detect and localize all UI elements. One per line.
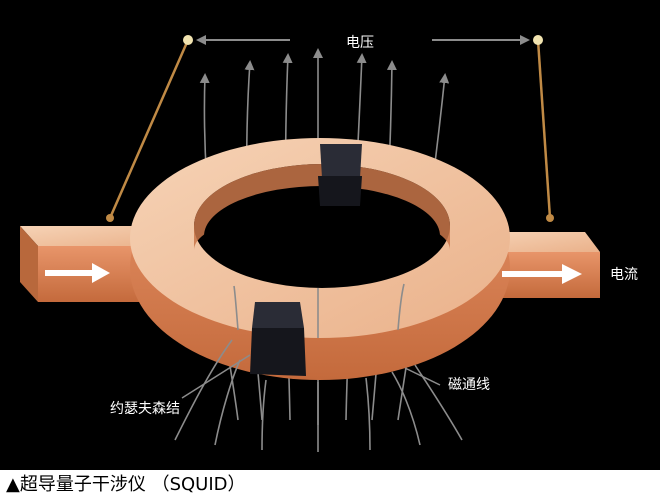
current-label: 电流	[610, 267, 638, 283]
figure-caption: ▲超导量子干涉仪 （SQUID）	[0, 470, 660, 500]
flux-line	[397, 283, 405, 331]
voltage-terminal-right	[533, 35, 543, 45]
flux-line	[233, 285, 239, 331]
flux-line	[365, 377, 371, 451]
superconducting-ring	[130, 138, 510, 380]
flux-line	[391, 371, 421, 446]
caption-marker: ▲	[6, 474, 20, 495]
voltage-label: 电压	[346, 35, 374, 51]
current-arrow-right	[502, 264, 582, 284]
current-arrow-left	[45, 263, 110, 283]
josephson-junction-label: 约瑟夫森结	[110, 401, 180, 417]
squid-diagram	[20, 35, 600, 452]
caption-text: 超导量子干涉仪 （SQUID）	[19, 474, 246, 495]
lead-contact-right	[546, 214, 554, 222]
voltage-leads	[108, 39, 552, 219]
flux-line	[414, 364, 463, 441]
voltage-terminal-left	[183, 35, 193, 45]
flux-line	[174, 339, 233, 441]
flux-lines-lower	[174, 283, 463, 452]
flux-line	[214, 359, 241, 446]
josephson-junction-top	[318, 144, 362, 206]
lead-contact-left	[106, 214, 114, 222]
flux-line	[261, 379, 267, 451]
flux-lines-label: 磁通线	[448, 377, 490, 393]
josephson-junction-bottom	[250, 302, 306, 376]
label-pointers	[181, 354, 441, 399]
